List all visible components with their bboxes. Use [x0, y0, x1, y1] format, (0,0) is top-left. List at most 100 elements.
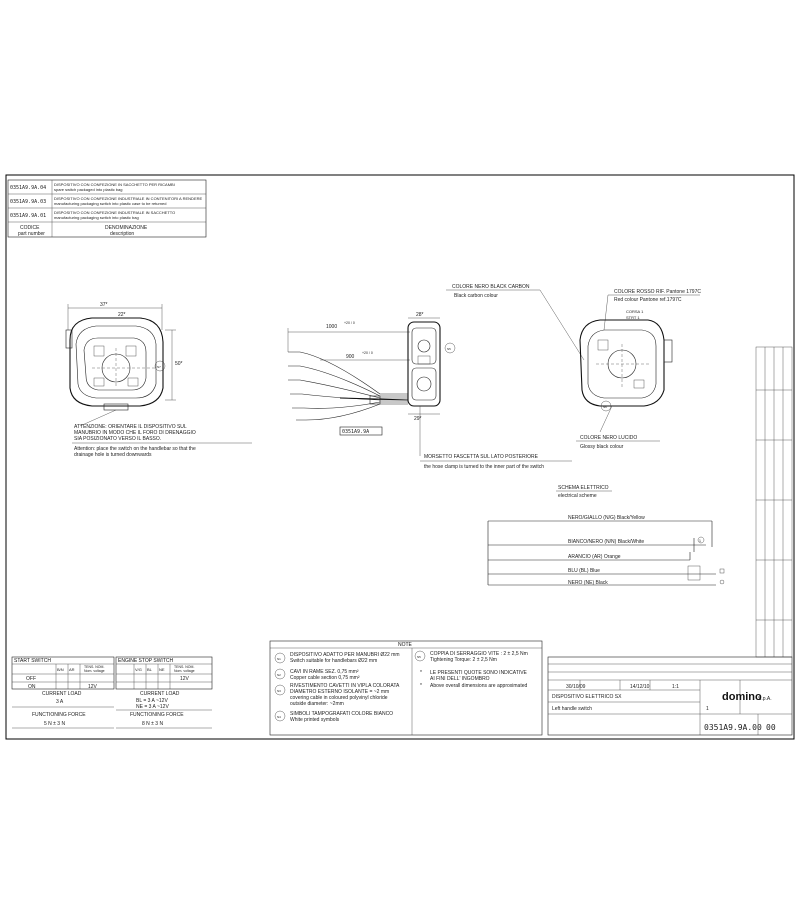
note-1-it: DISPOSITIVO ADATTO PER MANUBRI Ø22 mm [290, 652, 400, 658]
rear-glossy-en: Glossy black colour [580, 444, 624, 450]
note-5-it: COPPIA DI SERRAGGIO VITE : 2 ± 2,5 Nm [430, 651, 528, 657]
note-3-it: RIVESTIMENTO CAVETTI IN VIPLA COLORATA [290, 683, 400, 689]
rear-view: COLORE NERO BLACK CARBON Black carbon co… [446, 284, 701, 450]
start-col3: TENS. NOM. [84, 665, 104, 669]
title-sheet: 1 [706, 706, 709, 712]
side-dim-top: 28* [416, 312, 424, 318]
rear-red-en: Red colour Pantone ref.1797C [614, 297, 682, 303]
wiring-title-it: SCHEMA ELETTRICO [558, 485, 609, 491]
start-load-label: CURRENT LOAD [42, 691, 82, 697]
svg-text:N1: N1 [277, 657, 281, 661]
rear-black-it: COLORE NERO BLACK CARBON [452, 284, 530, 290]
note-3-en2: outside diameter: ~2mm [290, 701, 344, 707]
front-note-en-1: Attention: place the switch on the handl… [74, 446, 196, 452]
note-7-marker: * [420, 683, 422, 689]
parts-row-code: 0351A9.9A.04 [10, 185, 46, 191]
start-load-value: 3 A [56, 699, 64, 705]
rear-stroke-1b: STRT 1 [626, 315, 640, 320]
note-1-en: Switch suitable for handlebars Ø22 mm [290, 658, 377, 664]
engine-load-1: BL = 3 A ~12V [136, 698, 168, 704]
wiring-scheme: SCHEMA ELETTRICO electrical scheme NERO/… [487, 485, 725, 586]
engine-col1: V/G [135, 667, 142, 672]
engine-stop-table: ENGINE STOP SWITCH V/G BL NE TENS. NOM. … [115, 656, 213, 729]
note-3-it2: DIAMETRO ESTERNO ISOLANTE = ~2 mm [290, 689, 389, 695]
front-note-en-2: drainage hole is turned downwards [74, 452, 152, 458]
start-col1: B/N [57, 667, 64, 672]
parts-row-desc-en: manufacturing packaging switch into plas… [54, 215, 139, 220]
parts-header-desc-en: description [110, 231, 134, 237]
svg-text:N3: N3 [277, 689, 281, 693]
engine-voltage: 12V [180, 676, 190, 682]
sheet-border [5, 174, 795, 740]
note-7-en: Above overall dimensions are approximate… [430, 683, 527, 689]
start-switch-table: START SWITCH B/N AR TENS. NOM. Nom. volt… [11, 656, 115, 729]
note-6-it2: AI FINI DELL' INGOMBRO [430, 676, 490, 682]
front-view: 37* 22* 50* N7 ATTENZIONE: ORIENTARE IL … [65, 302, 252, 458]
engine-col4b: Nom. voltage [174, 669, 195, 673]
parts-row-desc-it: DISPOSITIVO CON CONFEZIONE INDUSTRIALE I… [54, 210, 175, 215]
engine-load-2: NE = 3 A ~12V [136, 704, 169, 710]
note-5-en: Tightening Torque: 2 ± 2,5 Nm [430, 657, 497, 663]
drawing-revision: 00 [766, 723, 776, 732]
rear-red-it: COLORE ROSSO RIF. Pantone 1797C [614, 289, 701, 295]
rear-stroke-1: CORSA 1 [626, 309, 644, 314]
engine-load-label: CURRENT LOAD [140, 691, 180, 697]
title-date-1: 30/10/09 [566, 684, 586, 690]
note-6-it: LE PRESENTI QUOTE SONO INDICATIVE [430, 670, 528, 676]
side-clamp-en: the hose clamp is turned to the inner pa… [424, 464, 544, 470]
side-dim-bottom: 29* [414, 416, 422, 422]
side-view: 1000 +20 / 0 900 +20 / 0 0351A9.9A 28* 2… [287, 312, 572, 470]
wire-label: NERO/GIALLO (N/G) Black/Yellow [568, 515, 645, 521]
parts-row-desc-en: spare switch packaged into plastic bag [54, 187, 122, 192]
front-dim-width: 37* [100, 302, 108, 308]
side-dim-strip: 900 [346, 354, 355, 360]
parts-row-desc-it: DISPOSITIVO CON CONFEZIONE INDUSTRIALE I… [54, 196, 203, 201]
drawing-number: 0351A9.9A.00 [704, 723, 762, 732]
engine-stop-title: ENGINE STOP SWITCH [118, 658, 173, 664]
front-note-it-1: ATTENZIONE: ORIENTARE IL DISPOSITIVO SUL [74, 424, 187, 430]
title-desc-it: DISPOSITIVO ELETTRICO SX [552, 694, 622, 700]
note-6-marker: * [420, 670, 422, 676]
title-block: 30/10/09 14/12/10 1:1 DISPOSITIVO ELETTR… [547, 656, 793, 736]
parts-row-desc-it: DISPOSITIVO CON CONFEZIONE IN SACCHETTO … [54, 182, 175, 187]
side-dim-cable: 1000 [326, 324, 337, 330]
note-4-en: White printed symbols [290, 717, 340, 723]
engine-col4: TENS. NOM. [174, 665, 194, 669]
svg-text:N2: N2 [277, 673, 281, 677]
wire-label: BLU (BL) Blue [568, 568, 600, 574]
wire-label: NERO (NE) Black [568, 580, 608, 586]
engine-force-value: 8 N ± 3 N [142, 721, 163, 727]
title-desc-en: Left handle switch [552, 706, 592, 712]
engine-col2: BL [147, 667, 153, 672]
start-force-value: 5 N ± 3 N [44, 721, 65, 727]
start-switch-title: START SWITCH [14, 658, 51, 664]
rear-glossy-it: COLORE NERO LUCIDO [580, 435, 637, 441]
parts-row-code: 0351A9.9A.03 [10, 199, 46, 205]
parts-table: 0351A9.9A.04 DISPOSITIVO CON CONFEZIONE … [7, 179, 207, 238]
title-scale: 1:1 [672, 684, 679, 690]
company-logo: domino [722, 691, 762, 703]
wire-label: ARANCIO (AR) Orange [568, 554, 621, 560]
front-dim-inner: 22* [118, 312, 126, 318]
wiring-title-en: electrical scheme [558, 493, 597, 499]
front-note-it-3: SIA POSIZIONATO VERSO IL BASSO. [74, 436, 161, 442]
note-4-it: SIMBOLI TAMPOGRAFATI COLORE BIANCO [290, 711, 393, 717]
svg-text:N5: N5 [417, 655, 421, 659]
svg-text:N7: N7 [157, 365, 161, 369]
note-2-en: Copper cable section 0,75 mm² [290, 675, 360, 681]
notes-block: NOTE N1 DISPOSITIVO ADATTO PER MANUBRI Ø… [269, 640, 543, 736]
start-force-label: FUNCTIONING FORCE [32, 712, 86, 718]
start-voltage: 12V [88, 684, 98, 690]
parts-header-desc: DENOMINAZIONE [105, 225, 148, 231]
parts-header-code-en: part number [18, 231, 45, 237]
notes-title: NOTE [398, 642, 413, 648]
note-3-en: covering cable in coloured polyvinyl chl… [290, 695, 388, 701]
cable-label-text: 0351A9.9A [342, 429, 369, 435]
svg-text:N5: N5 [447, 347, 451, 351]
wire-label: BIANCO/NERO (N/N) Black/White [568, 539, 644, 545]
cable-label-tag [339, 426, 383, 436]
parts-header-code: CODICE [20, 225, 40, 231]
engine-col3: NE [159, 667, 165, 672]
start-col2: AR [69, 667, 75, 672]
